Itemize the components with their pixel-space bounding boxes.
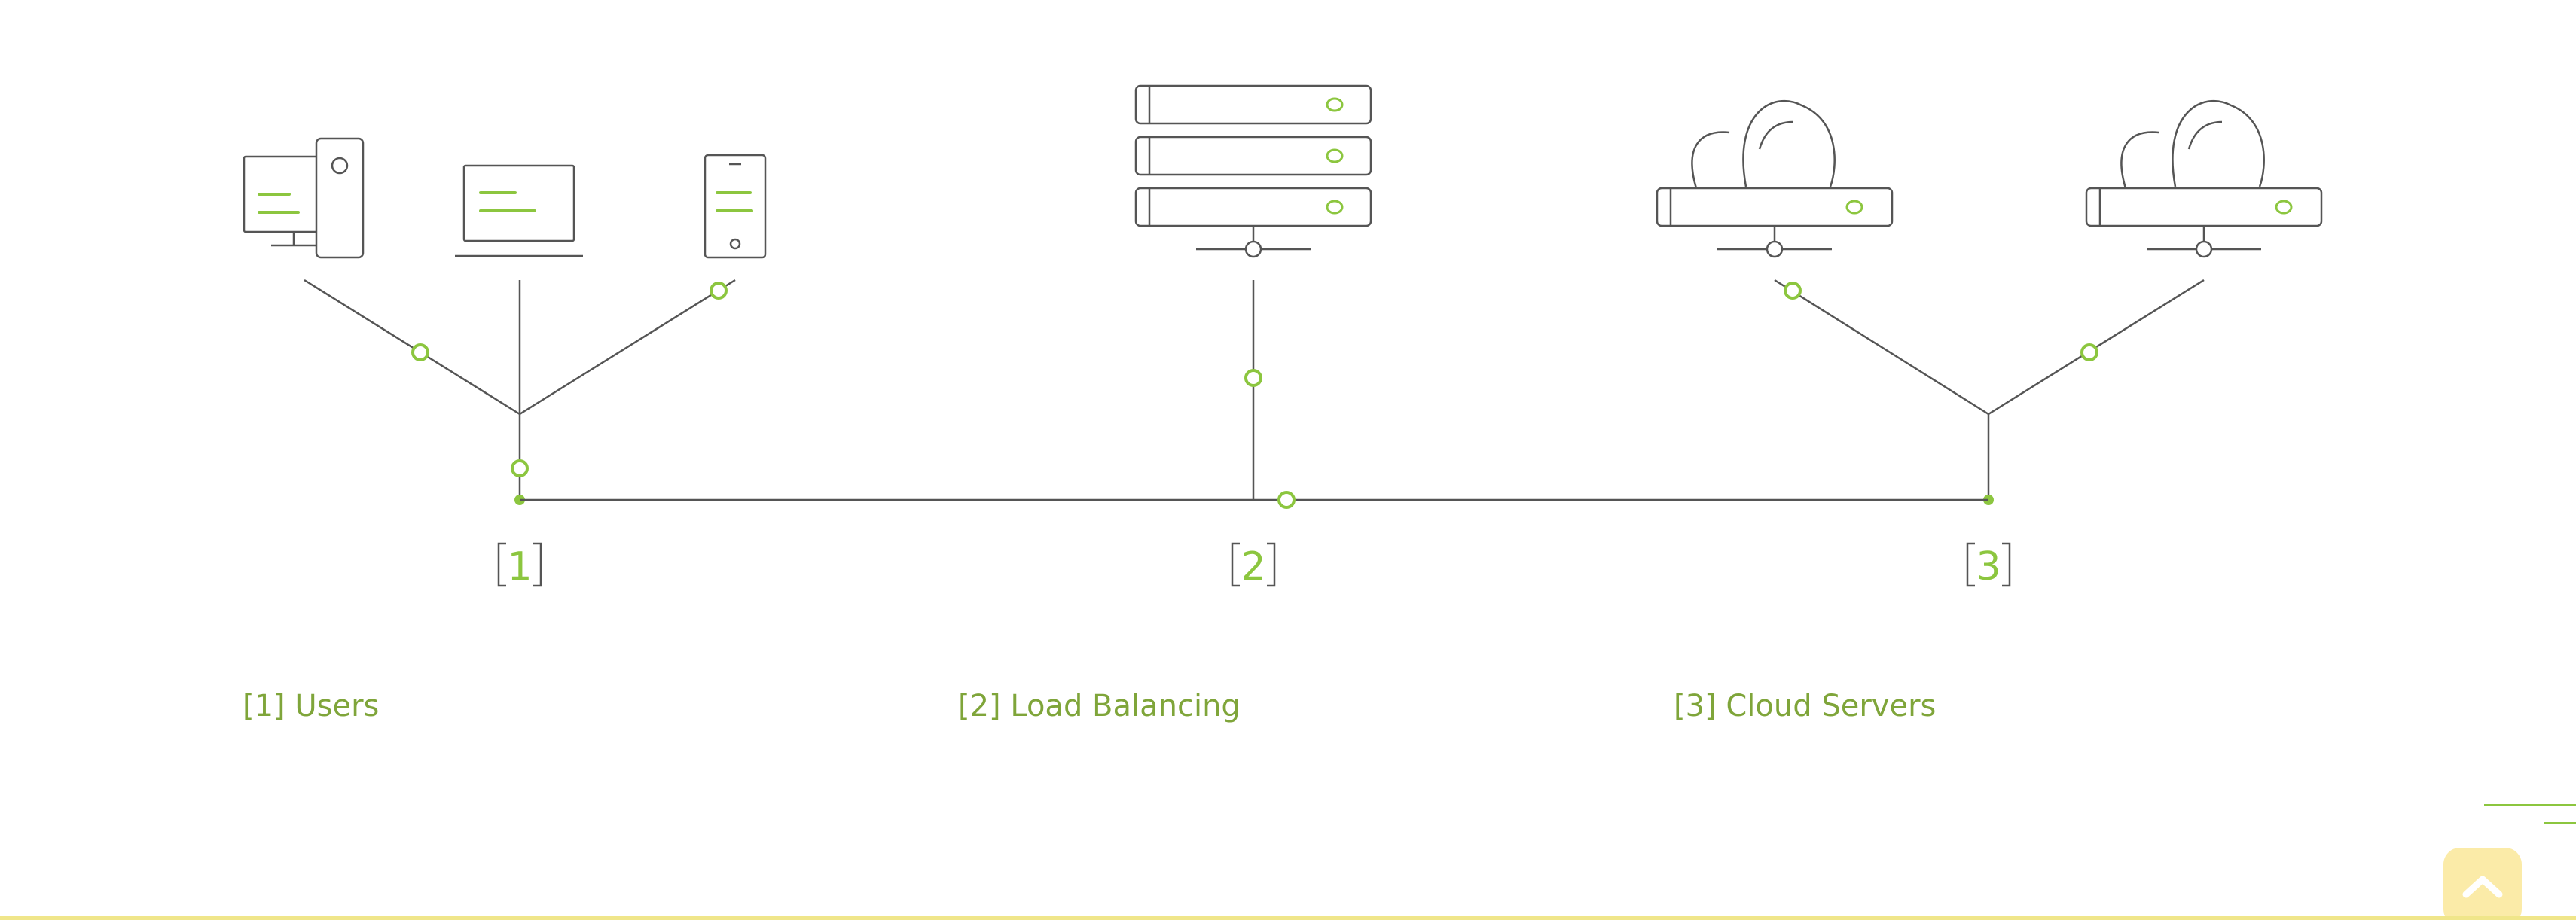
cloud-server-icon [2085,99,2323,258]
connector-node [411,343,429,361]
decorative-line [2544,822,2576,824]
load-balancing-group: 2 [1134,84,1372,589]
cloud-server-icon [1656,99,1894,258]
connector-node [511,459,529,477]
connector-node [2080,343,2098,361]
users-group: 1 [243,137,767,589]
connector-node [1784,282,1802,300]
caption-load-balancing: [2] Load Balancing [958,689,1241,724]
bottom-border [0,916,2576,920]
chevron-up-icon [2462,876,2503,898]
svg-text:2: 2 [1241,544,1265,589]
svg-text:1: 1 [507,544,532,589]
smartphone-icon [704,154,767,259]
step-marker-3: 3 [1966,542,2011,589]
scroll-to-top-button[interactable] [2443,848,2522,920]
step-marker-2: 2 [1231,542,1276,589]
connector-node [710,282,728,300]
connector-node [1244,369,1262,387]
step-marker-1: 1 [497,542,542,589]
caption-cloud-servers: [3] Cloud Servers [1674,689,1937,724]
svg-text:3: 3 [1976,544,2001,589]
laptop-icon [455,164,583,257]
cloud-servers-group: 3 [1656,99,2323,589]
decorative-line [2484,804,2576,806]
desktop-computer-icon [243,137,365,259]
connector-node [1277,491,1296,509]
caption-users: [1] Users [243,689,380,724]
server-rack-icon [1134,84,1372,258]
